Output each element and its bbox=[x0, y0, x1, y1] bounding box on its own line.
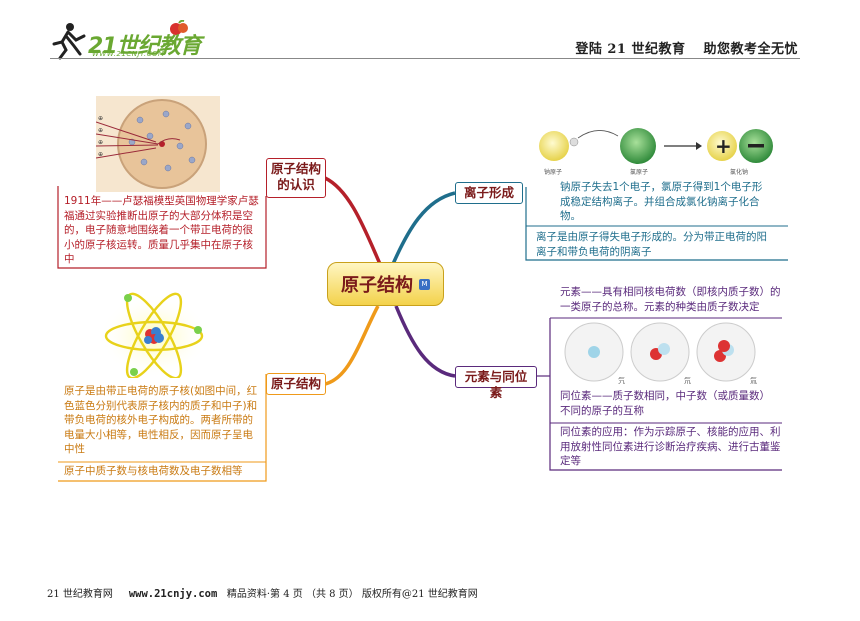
ion-note-2-text: 离子是由原子得失电子形成的。分为带正电荷的阳离子和带负电荷的阴离子 bbox=[536, 231, 767, 258]
runner-icon bbox=[52, 23, 86, 60]
footer-site: 21 世纪教育网 bbox=[47, 589, 113, 600]
element-note-2: 同位素——质子数相同，中子数（或质量数）不同的原子的互称 bbox=[560, 389, 776, 418]
svg-text:⊕: ⊕ bbox=[98, 139, 103, 146]
isotope-label-deuterium: 氘 bbox=[684, 377, 691, 385]
branch-ion[interactable]: 离子形成 bbox=[455, 182, 523, 204]
isotopes-image bbox=[562, 322, 768, 386]
logo-url: WWW.21CNJY.COM bbox=[92, 50, 165, 58]
ion-formation-image: + bbox=[534, 122, 780, 178]
svg-text:⊕: ⊕ bbox=[98, 127, 103, 134]
center-title: 原子结构 bbox=[341, 275, 413, 296]
footer: 21 世纪教育网 www.21cnjy.com 精品资料·第 4 页 （共 8 … bbox=[47, 585, 478, 600]
atom-model-image bbox=[98, 290, 210, 380]
element-note-3-text: 同位素的应用：作为示踪原子、核能的应用、利用放射性同位素进行诊断治疗疾病、进行古… bbox=[560, 426, 781, 467]
footer-url[interactable]: www.21cnjy.com bbox=[128, 588, 218, 600]
svg-text:⊕: ⊕ bbox=[98, 151, 103, 158]
ion-note-2: 离子是由原子得失电子形成的。分为带正电荷的阳离子和带负电荷的阴离子 bbox=[536, 230, 776, 259]
element-note-1: 元素——具有相同核电荷数（即核内质子数）的一类原子的总称。元素的种类由质子数决定 bbox=[560, 285, 784, 314]
structure-note-1: 原子是由带正电荷的原子核(如图中间，红色蓝色分别代表原子核内的质子和中子)和带负… bbox=[64, 384, 260, 457]
branch-structure[interactable]: 原子结构 bbox=[266, 373, 326, 395]
svg-text:+: + bbox=[715, 134, 732, 158]
structure-note-2-text: 原子中质子数与核电荷数及电子数相等 bbox=[64, 465, 243, 477]
branch-element-label: 元素与同位素 bbox=[464, 369, 528, 400]
header-divider bbox=[50, 58, 800, 59]
ion-label-nacl: 氯化钠 bbox=[730, 169, 749, 176]
branch-structure-label: 原子结构 bbox=[271, 376, 322, 391]
cognition-note-text: 1911年——卢瑟福模型英国物理学家卢瑟福通过实验推断出原子的大部分体积是空的，… bbox=[64, 195, 259, 265]
header-slogan-2: 助您教考全无忧 bbox=[703, 42, 798, 57]
element-note-3: 同位素的应用：作为示踪原子、核能的应用、利用放射性同位素进行诊断治疗疾病、进行古… bbox=[560, 425, 782, 469]
branch-ion-label: 离子形成 bbox=[463, 185, 514, 200]
element-note-1-text: 元素——具有相同核电荷数（即核内质子数）的一类原子的总称。元素的种类由质子数决定 bbox=[560, 286, 781, 313]
isotope-label-protium: 氕 bbox=[618, 377, 625, 385]
branch-element[interactable]: 元素与同位素 bbox=[455, 366, 537, 400]
branch-cognition-label: 原子结构的认识 bbox=[271, 161, 322, 192]
structure-note-2: 原子中质子数与核电荷数及电子数相等 bbox=[64, 464, 260, 479]
logo bbox=[48, 20, 198, 60]
ion-label-na: 钠原子 bbox=[544, 169, 563, 176]
header-slogan: 登陆 21 世纪教育 助您教考全无忧 bbox=[557, 38, 798, 57]
element-note-2-text: 同位素——质子数相同，中子数（或质量数）不同的原子的互称 bbox=[560, 390, 770, 417]
apple-icon bbox=[170, 20, 188, 35]
svg-text:⊕: ⊕ bbox=[98, 115, 103, 122]
logo-text: 21世纪教育 bbox=[88, 34, 202, 59]
isotope-label-tritium: 氚 bbox=[750, 377, 757, 385]
structure-note-1-text: 原子是由带正电荷的原子核(如图中间，红色蓝色分别代表原子核内的质子和中子)和带负… bbox=[64, 385, 258, 455]
footer-info: 精品资料·第 4 页 （共 8 页） 版权所有@21 世纪教育网 bbox=[226, 589, 478, 600]
ion-note-1: 钠原子失去1个电子，氯原子得到1个电子形成稳定结构离子。并组合成氯化钠离子化合物… bbox=[560, 180, 770, 224]
rutherford-model-image: ⊕ ⊕ ⊕ ⊕ bbox=[95, 96, 220, 192]
map-marker-icon: M bbox=[419, 278, 430, 290]
ion-label-cl: 氯原子 bbox=[630, 169, 649, 176]
ion-note-1-text: 钠原子失去1个电子，氯原子得到1个电子形成稳定结构离子。并组合成氯化钠离子化合物… bbox=[560, 181, 763, 222]
header-slogan-1: 登陆 21 世纪教育 bbox=[575, 42, 686, 57]
cognition-note: 1911年——卢瑟福模型英国物理学家卢瑟福通过实验推断出原子的大部分体积是空的，… bbox=[64, 194, 260, 267]
center-node[interactable]: 原子结构 M bbox=[327, 262, 444, 306]
branch-cognition[interactable]: 原子结构的认识 bbox=[266, 158, 326, 198]
